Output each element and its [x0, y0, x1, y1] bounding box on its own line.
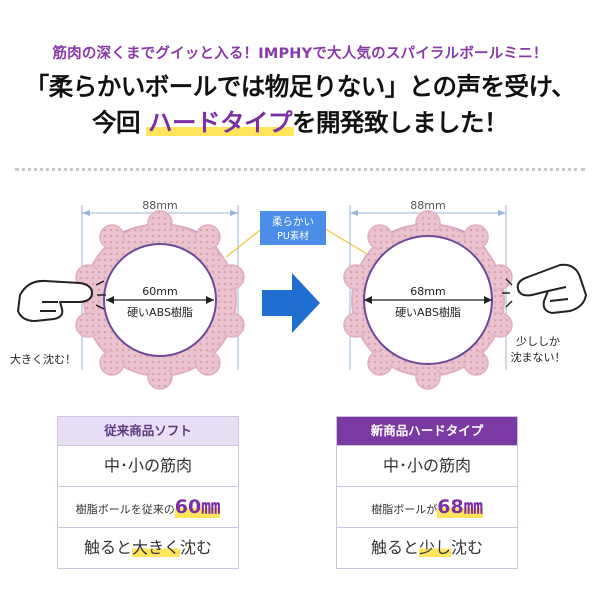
pu-label-line-1: 柔らかい [272, 216, 314, 228]
compare-hard-row-ball: 樹脂ボールが68㎜ [337, 486, 517, 527]
pu-label-line-2: PU素材 [277, 230, 309, 242]
headline-highlight: ハードタイプ [148, 108, 293, 137]
compare-hard-ball-text: 樹脂ボールが [371, 503, 438, 516]
compare-soft-header: 従来商品ソフト [58, 417, 238, 445]
left-pointing-hand-icon [17, 279, 93, 322]
hardness-diagram: 88mm 60mm 硬いABS樹脂 大きく沈む！ 柔らかい PU素材 [10, 199, 587, 390]
left-caption: 大きく沈む！ [10, 352, 76, 366]
right-inner-label: 硬いABS樹脂 [395, 305, 461, 319]
compare-table-soft: 従来商品ソフト 中･小の筋肉 樹脂ボールを従来の60㎜ 触ると大きく沈む [57, 416, 239, 569]
left-ball: 88mm 60mm 硬いABS樹脂 [75, 199, 245, 390]
headline-line-2: 今回 ハードタイプを開発致しました！ [0, 104, 600, 139]
right-caption-2: 沈まない！ [511, 350, 566, 364]
right-arrow-icon [262, 273, 320, 333]
subtitle: 筋肉の深くまでグイッと入る！IMPHYで大人気のスパイラルボールミニ！ [52, 46, 548, 62]
compare-soft-ball-text: 樹脂ボールを従来の [75, 503, 175, 516]
compare-soft-row-ball: 樹脂ボールを従来の60㎜ [58, 486, 238, 527]
compare-soft-ball-value: 60㎜ [174, 496, 221, 518]
headline-line-1: 「柔らかいボールでは物足りない」との声を受け、 [24, 72, 576, 101]
compare-soft-row-feel: 触ると大きく沈む [58, 527, 238, 568]
right-caption-1: 少ししか [516, 335, 560, 348]
right-pointing-hand-icon [516, 263, 587, 314]
compare-hard-row-muscle: 中･小の筋肉 [337, 445, 517, 486]
right-inner-dim: 68mm [410, 285, 445, 298]
compare-hard-feel-suffix: 沈む [451, 538, 484, 557]
compare-soft-feel-suffix: 沈む [180, 538, 213, 557]
right-outer-dim: 88mm [410, 199, 445, 212]
compare-hard-feel-prefix: 触ると [370, 538, 419, 557]
dotted-divider [15, 168, 585, 171]
left-outer-dim: 88mm [142, 199, 177, 212]
pu-material-label: 柔らかい PU素材 [260, 211, 326, 245]
compare-soft-row-muscle: 中･小の筋肉 [58, 445, 238, 486]
headline-suffix: を開発致しました！ [292, 108, 509, 137]
compare-hard-row-feel: 触ると少し沈む [337, 527, 517, 568]
compare-hard-ball-value: 68㎜ [437, 496, 483, 518]
compare-soft-feel-prefix: 触ると [83, 538, 132, 557]
left-inner-dim: 60mm [142, 285, 177, 298]
headline-prefix: 今回 [91, 108, 149, 137]
compare-hard-feel-mark: 少し [418, 538, 451, 557]
compare-soft-feel-mark: 大きく [131, 538, 180, 557]
compare-hard-header: 新商品ハードタイプ [337, 417, 517, 445]
left-inner-label: 硬いABS樹脂 [127, 305, 193, 319]
compare-table-hard: 新商品ハードタイプ 中･小の筋肉 樹脂ボールが68㎜ 触ると少し沈む [336, 416, 518, 569]
right-ball: 88mm 68mm 硬いABS樹脂 [343, 199, 513, 390]
